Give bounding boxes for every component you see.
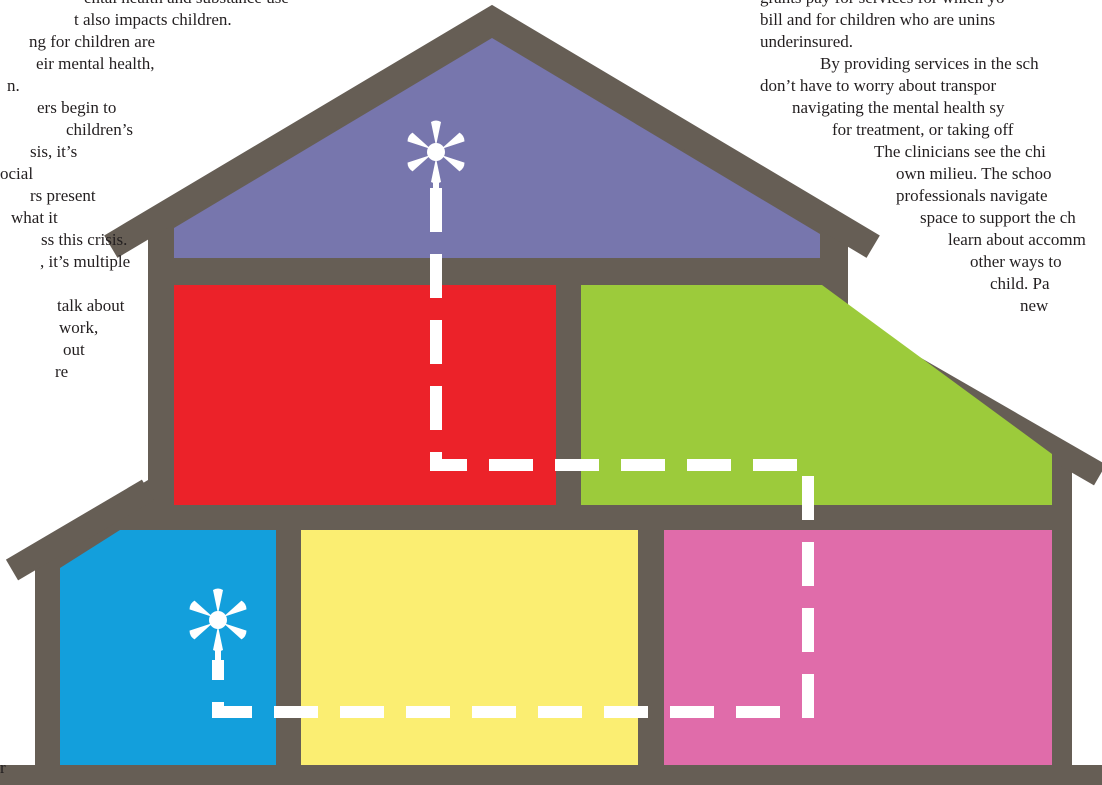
red-room xyxy=(174,285,556,505)
left-text-line: out xyxy=(63,339,85,361)
right-text-line: new xyxy=(760,295,1086,317)
yellow-room xyxy=(301,530,638,765)
right-text-line: child. Pa xyxy=(760,273,1086,295)
right-text-line: By providing services in the sch xyxy=(760,53,1086,75)
left-text-line: n. xyxy=(7,75,20,97)
blue-room xyxy=(60,530,276,765)
right-text-line: don’t have to worry about transpor xyxy=(760,75,1086,97)
right-text-line: professionals navigate xyxy=(760,185,1086,207)
right-text-line: underinsured. xyxy=(760,31,1086,53)
right-text-line: learn about accomm xyxy=(760,229,1086,251)
right-text-line: The clinicians see the chi xyxy=(760,141,1086,163)
left-text-line: ental health and substance use xyxy=(84,0,289,9)
left-text-line: , it’s multiple xyxy=(40,251,130,273)
pink-room xyxy=(664,530,1052,765)
left-text-line: children’s xyxy=(66,119,133,141)
floor-beam xyxy=(0,765,1102,785)
right-text-line: navigating the mental health sy xyxy=(760,97,1086,119)
left-text-line: sis, it’s xyxy=(30,141,77,163)
left-text-line: rs present xyxy=(30,185,96,207)
left-text-line: re xyxy=(55,361,68,383)
right-text-line: own milieu. The schoo xyxy=(760,163,1086,185)
right-body-text: grants pay for services for which yo bil… xyxy=(760,0,1086,317)
right-text-line: other ways to xyxy=(760,251,1086,273)
left-text-line: work, xyxy=(59,317,98,339)
right-text-line: grants pay for services for which yo xyxy=(760,0,1086,9)
left-text-line: what it xyxy=(11,207,58,229)
left-text-line: talk about xyxy=(57,295,125,317)
right-text-line: for treatment, or taking off xyxy=(760,119,1086,141)
right-text-line: space to support the ch xyxy=(760,207,1086,229)
left-text-line: ng for children are xyxy=(29,31,155,53)
left-text-line: ocial xyxy=(0,163,33,185)
right-text-line: bill and for children who are unins xyxy=(760,9,1086,31)
left-text-line: t also impacts children. xyxy=(74,9,232,31)
left-text-line: ers begin to xyxy=(37,97,116,119)
left-text-line: ss this crisis. xyxy=(41,229,127,251)
left-text-final-char: r xyxy=(0,757,6,779)
left-text-line: eir mental health, xyxy=(36,53,154,75)
